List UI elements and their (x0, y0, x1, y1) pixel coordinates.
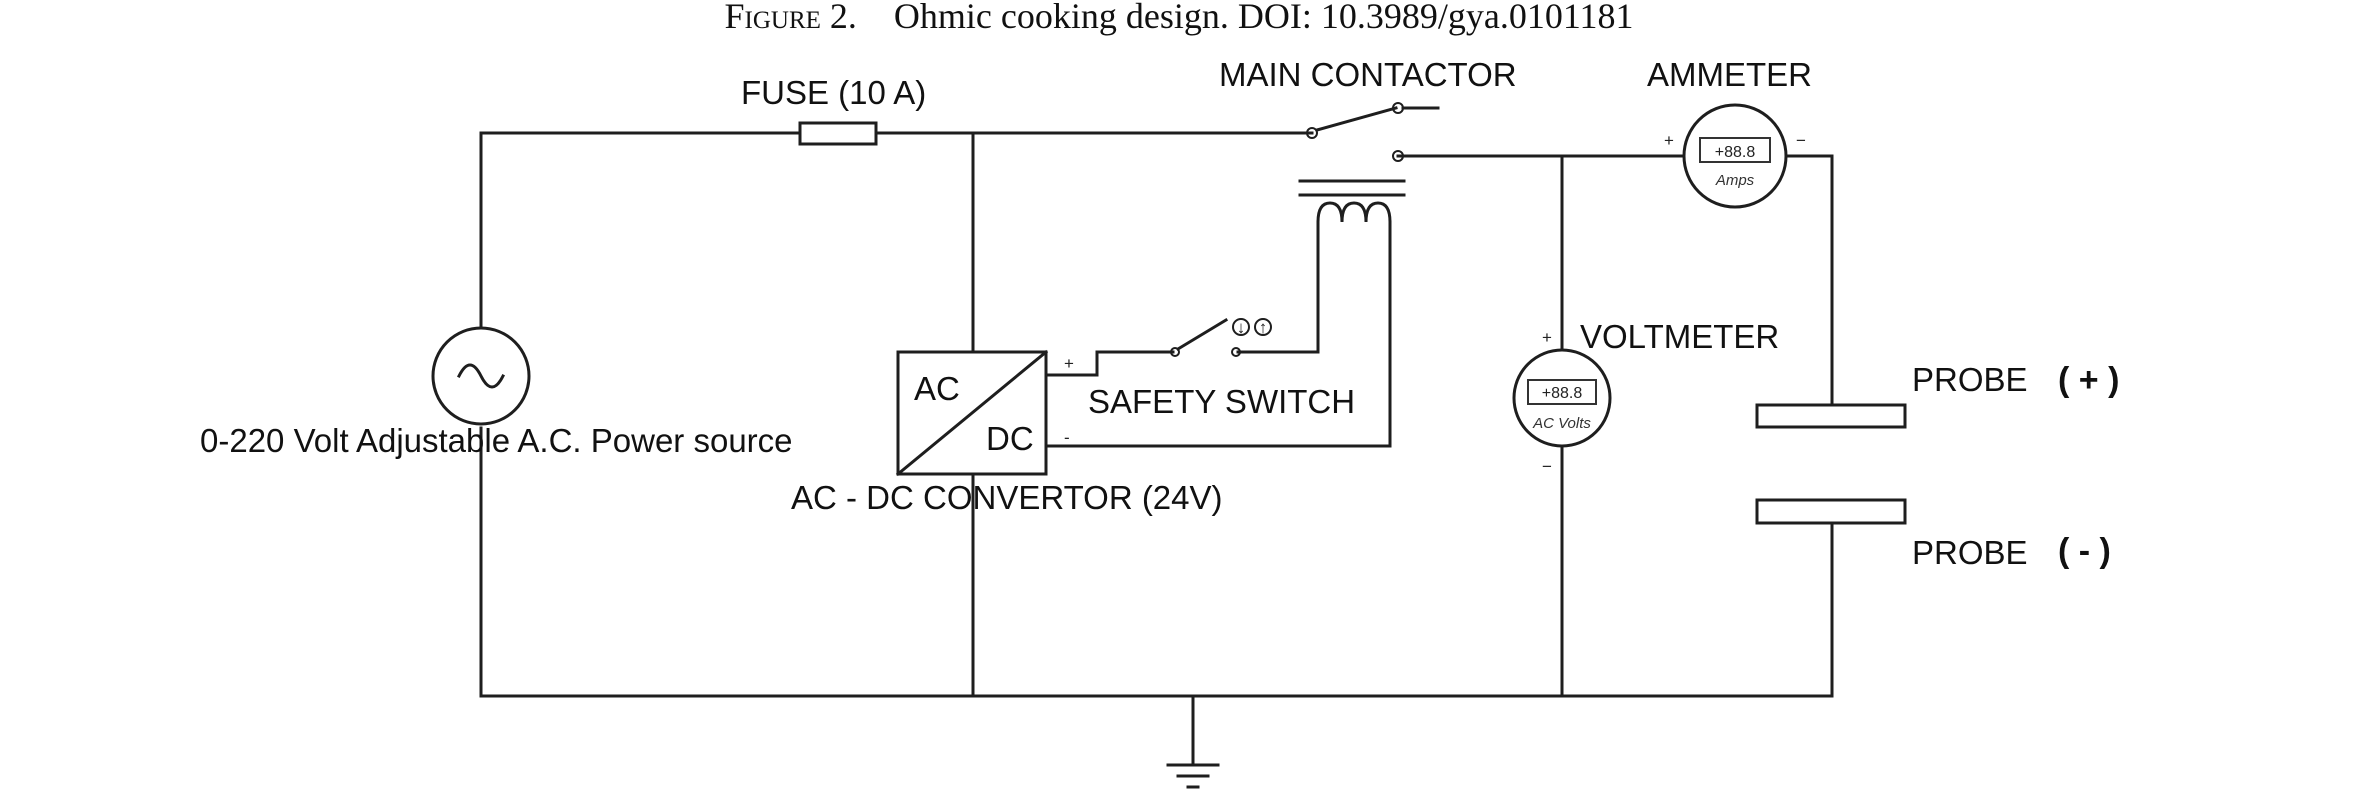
figure-title: Ohmic cooking design. DOI: 10.3989/gya.0… (894, 0, 1634, 36)
ammeter-minus: − (1796, 131, 1806, 150)
ac-power-source-symbol (431, 326, 531, 426)
ammeter-plus: + (1664, 131, 1674, 150)
voltmeter-unit: AC Volts (1532, 415, 1591, 432)
svg-text:↓: ↓ (1237, 318, 1246, 337)
ammeter-reading: +88.8 (1715, 144, 1756, 161)
converter-label: AC - DC CONVERTOR (24V) (791, 479, 1223, 516)
figure-caption: Figure 2. Ohmic cooking design. DOI: 10.… (725, 0, 1634, 36)
contactor-coil (1298, 179, 1406, 224)
safety-switch-label: SAFETY SWITCH (1088, 383, 1355, 420)
ammeter-label: AMMETER (1647, 56, 1812, 93)
power-source-label: 0-220 Volt Adjustable A.C. Power source (200, 422, 793, 459)
ammeter-symbol: +88.8 Amps + − (1664, 103, 1806, 209)
main-contactor-switch (1306, 102, 1440, 162)
converter-plus-terminal: + (1064, 354, 1074, 373)
probe-positive-label: PROBE (1912, 361, 2028, 398)
main-contactor-label: MAIN CONTACTOR (1219, 56, 1517, 93)
safety-switch-symbol: ↓ ↑ (1170, 317, 1272, 357)
voltmeter-plus: + (1542, 328, 1552, 347)
fuse-symbol (798, 121, 878, 146)
converter-minus-terminal: - (1064, 428, 1070, 447)
probe-positive-sign: ( + ) (2058, 361, 2119, 399)
ac-dc-converter-symbol: AC DC + - (895, 349, 1074, 477)
svg-text:↑: ↑ (1259, 318, 1268, 337)
fuse-label: FUSE (10 A) (741, 74, 926, 111)
probe-negative-sign: ( - ) (2058, 532, 2111, 570)
voltmeter-minus: − (1542, 457, 1552, 476)
voltmeter-reading: +88.8 (1542, 385, 1583, 402)
probe-negative-label: PROBE (1912, 534, 2028, 571)
ammeter-unit: Amps (1715, 172, 1755, 189)
ground-icon (1166, 763, 1220, 789)
probe-positive-plate (1755, 403, 1907, 429)
figure-number: Figure 2. (725, 0, 857, 36)
converter-ac-label: AC (914, 370, 960, 407)
voltmeter-label: VOLTMETER (1580, 318, 1779, 355)
voltmeter-symbol: +88.8 AC Volts + − (1512, 328, 1612, 476)
converter-dc-label: DC (986, 420, 1034, 457)
probe-negative-plate (1755, 498, 1907, 525)
circuit-wiring (479, 131, 1834, 767)
